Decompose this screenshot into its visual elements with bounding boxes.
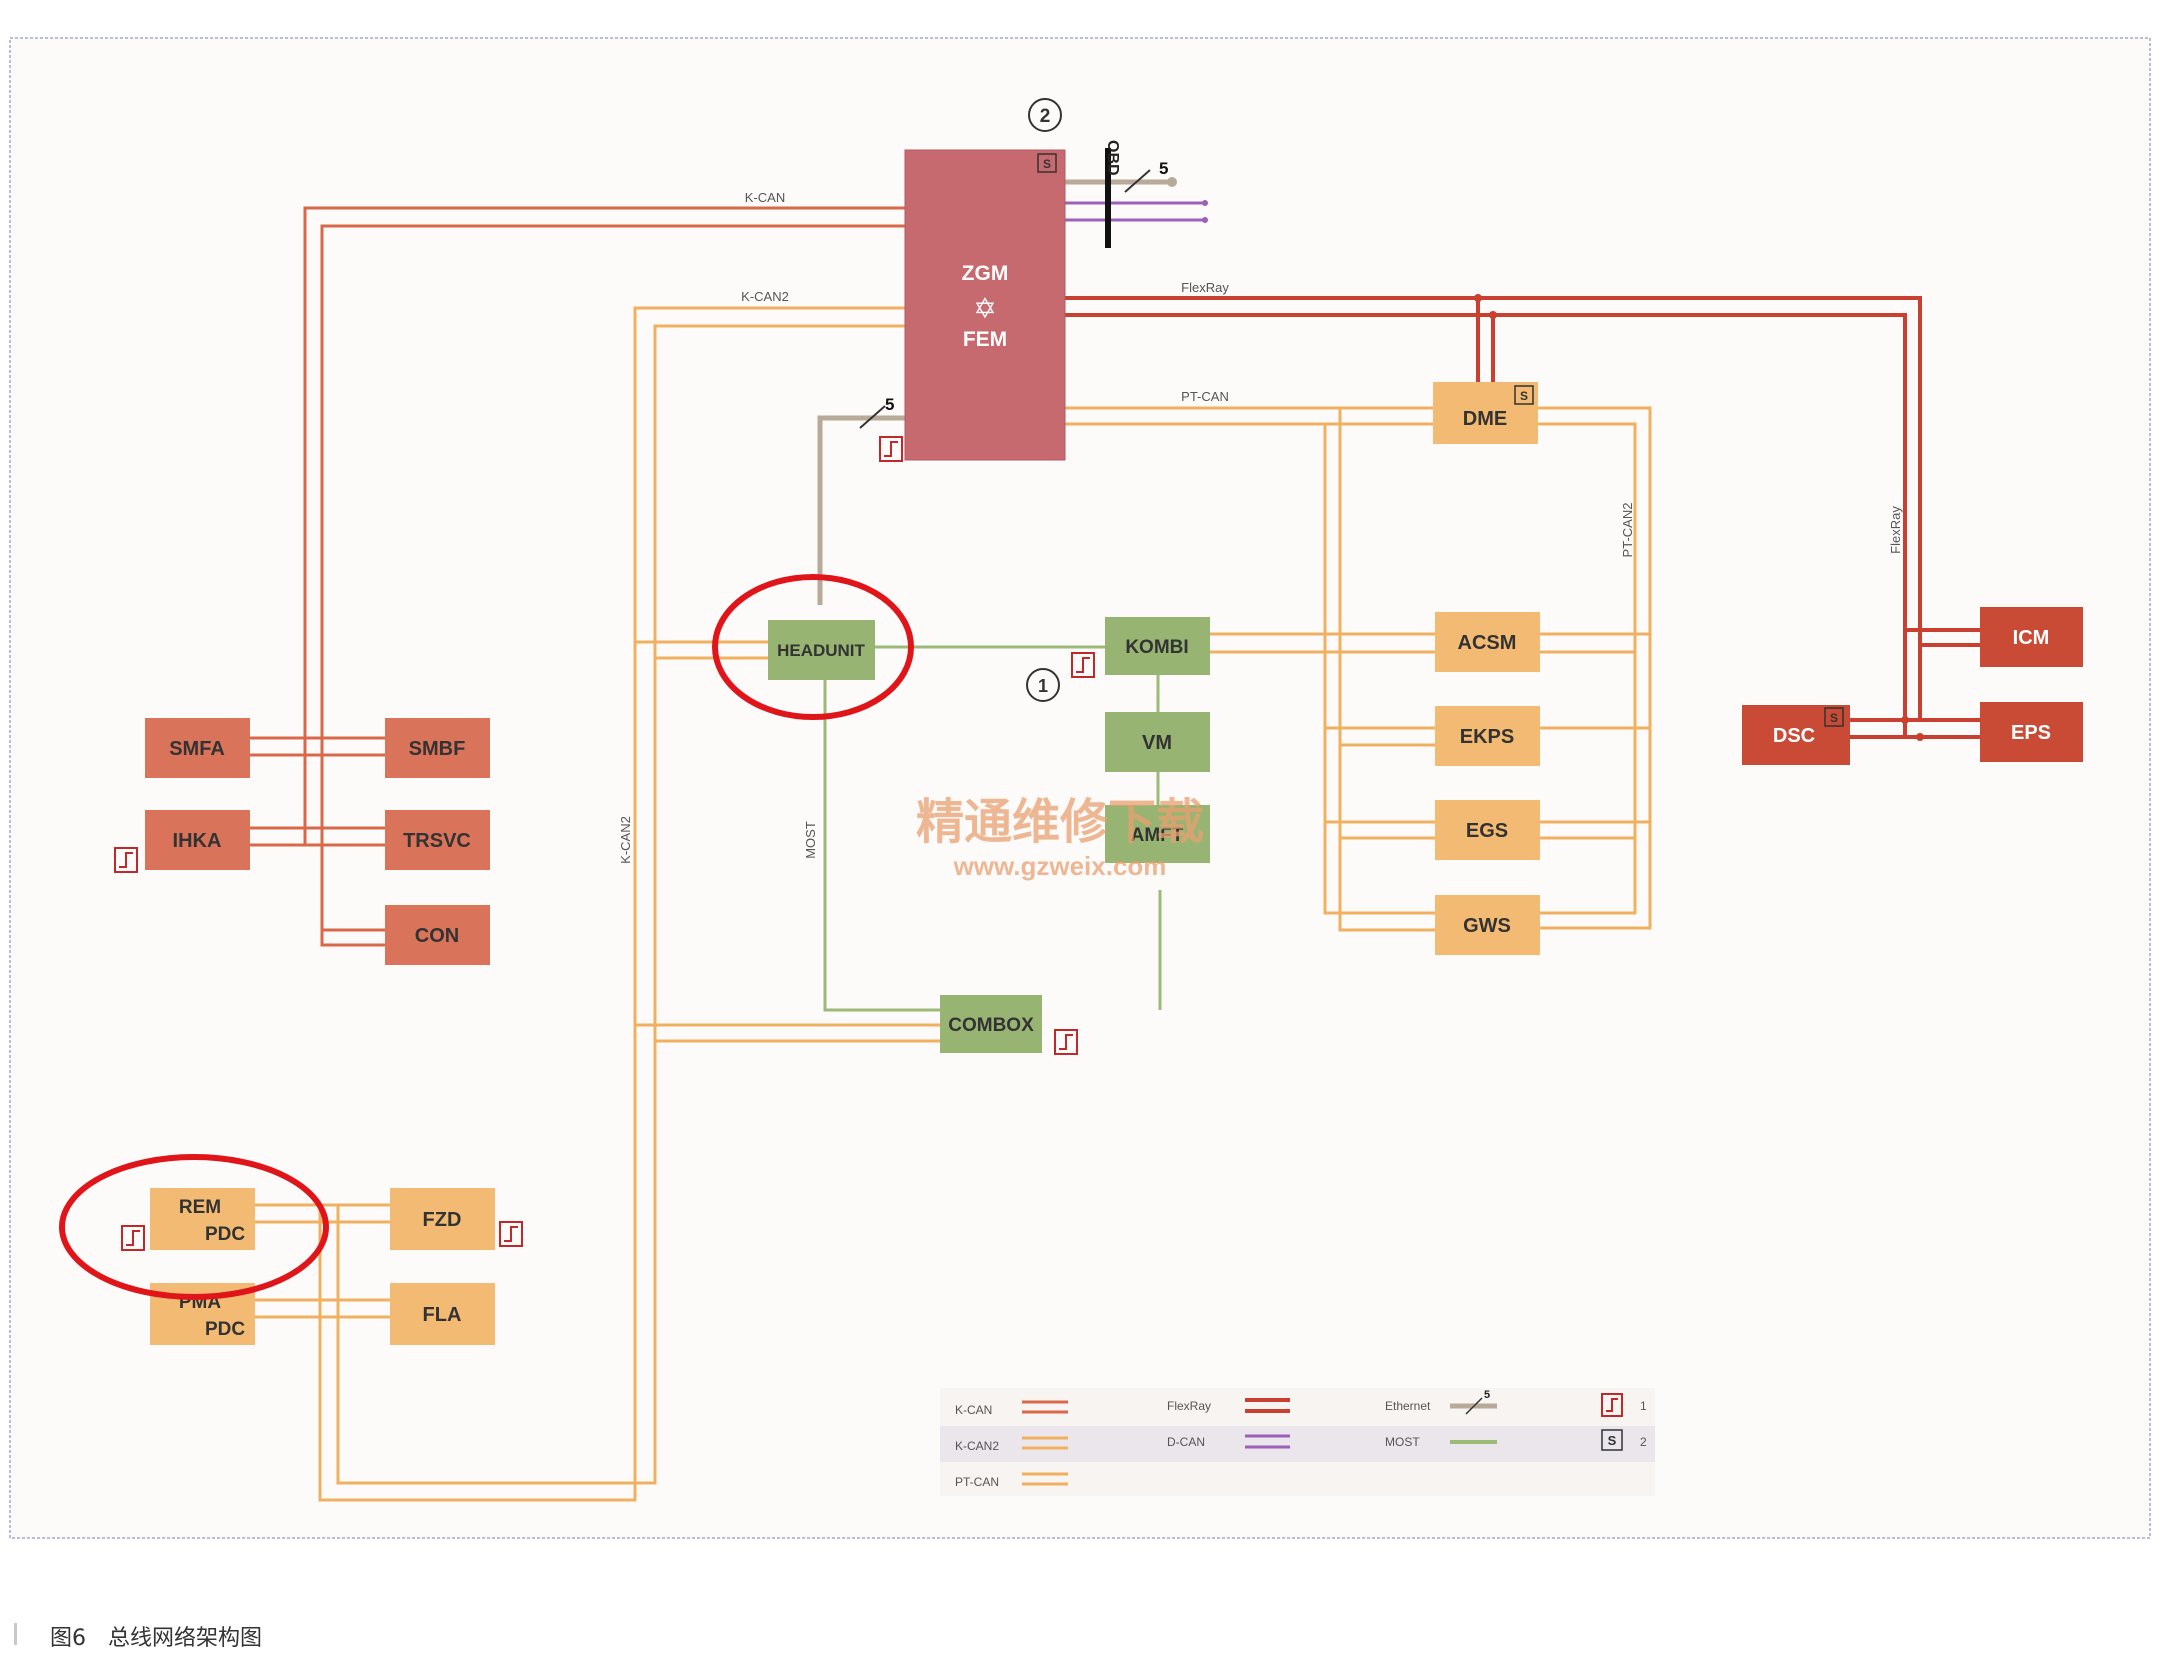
ptcan-bus-label: PT-CAN xyxy=(1181,389,1229,404)
gws-label: GWS xyxy=(1463,915,1511,937)
watermark-url: www.gzweix.com xyxy=(953,851,1167,881)
legend-num2: 2 xyxy=(1640,1435,1647,1449)
trsvc-label: TRSVC xyxy=(403,830,471,852)
module-fla: FLA xyxy=(390,1283,495,1345)
module-zgm-fem: ZGM ✡ FEM xyxy=(904,149,1066,461)
dsc-label: DSC xyxy=(1773,725,1815,747)
legend-kcan2-label: K-CAN2 xyxy=(955,1439,999,1453)
legend-ethernet-count: 5 xyxy=(1484,1389,1490,1401)
legend-most-label: MOST xyxy=(1385,1435,1420,1449)
legend-dcan-label: D-CAN xyxy=(1167,1435,1205,1449)
module-vm: VM xyxy=(1105,712,1210,772)
module-combox: COMBOX xyxy=(940,995,1042,1053)
egs-label: EGS xyxy=(1466,820,1508,842)
flexray-right-bus-label: FlexRay xyxy=(1888,506,1903,554)
vm-label: VM xyxy=(1142,732,1172,754)
legend-wakeup-icon xyxy=(1601,1393,1623,1417)
rem-pdc-label: PDC xyxy=(205,1224,245,1245)
acsm-label: ACSM xyxy=(1458,632,1517,654)
legend-ethernet-label: Ethernet xyxy=(1385,1399,1431,1413)
rem-pdc-highlight-circle xyxy=(59,1154,329,1300)
margin-tick xyxy=(14,1623,17,1645)
star-icon: ✡ xyxy=(973,293,996,324)
zgm-label: ZGM xyxy=(962,262,1009,285)
legend-s-icon: S xyxy=(1601,1429,1623,1451)
s-symbols: S S S xyxy=(1037,153,1844,727)
ethernet-lines xyxy=(817,148,1208,605)
combox-label: COMBOX xyxy=(948,1015,1034,1036)
module-con: CON xyxy=(385,905,490,965)
marker-1-label: 1 xyxy=(1038,676,1048,696)
module-eps: EPS xyxy=(1980,702,2083,762)
dme-label: DME xyxy=(1463,408,1507,430)
smfa-label: SMFA xyxy=(169,738,225,760)
module-headunit: HEADUNIT xyxy=(768,620,875,680)
dsc-s-symbol: S xyxy=(1830,711,1838,725)
amft-label: AMFT xyxy=(1131,825,1184,846)
module-icm: ICM xyxy=(1980,607,2083,667)
module-dme: DME xyxy=(1433,382,1538,444)
smbf-label: SMBF xyxy=(409,738,466,760)
module-dsc: DSC xyxy=(1742,705,1850,765)
module-trsvc: TRSVC xyxy=(385,810,490,870)
ekps-label: EKPS xyxy=(1460,726,1514,748)
flexray-bus-label: FlexRay xyxy=(1181,280,1229,295)
module-ihka: IHKA xyxy=(145,810,250,870)
flexray-lines xyxy=(1065,296,1980,739)
module-acsm: ACSM xyxy=(1435,612,1540,672)
legend-s-text: S xyxy=(1608,1433,1617,1448)
module-smbf: SMBF xyxy=(385,718,490,778)
bus-labels: K-CAN K-CAN2 FlexRay PT-CAN 5 5 OBD PT-C… xyxy=(618,140,1903,864)
figure-title: 总线网络架构图 xyxy=(108,1626,263,1651)
module-gws: GWS xyxy=(1435,895,1540,955)
legend-kcan-label: K-CAN xyxy=(955,1403,992,1417)
ptcan-lines xyxy=(1065,406,1652,932)
circle-marker-1: 1 xyxy=(1026,668,1060,702)
module-ekps: EKPS xyxy=(1435,706,1540,766)
obd-label: OBD xyxy=(1104,140,1121,176)
kcan-bus-label: K-CAN xyxy=(745,190,785,205)
kcan2-lines xyxy=(255,306,940,1502)
module-amft: AMFT xyxy=(1105,805,1210,863)
kombi-label: KOMBI xyxy=(1125,637,1188,658)
wakeup-symbols xyxy=(114,436,1095,1251)
legend-ptcan-label: PT-CAN xyxy=(955,1475,999,1489)
most-bus-label: MOST xyxy=(803,821,818,859)
legend-num1: 1 xyxy=(1640,1399,1647,1413)
fla-label: FLA xyxy=(423,1304,462,1326)
headunit-highlight-circle xyxy=(712,574,914,720)
pma-pdc-label: PDC xyxy=(205,1319,245,1340)
legend-flexray-label: FlexRay xyxy=(1167,1399,1211,1413)
kcan-lines xyxy=(250,206,905,947)
kcan2-bus-label: K-CAN2 xyxy=(741,289,789,304)
junction-dots xyxy=(1474,294,1924,741)
ihka-label: IHKA xyxy=(173,830,222,852)
module-smfa: SMFA xyxy=(145,718,250,778)
eps-label: EPS xyxy=(2011,722,2051,744)
fzd-label: FZD xyxy=(423,1209,462,1231)
con-label: CON xyxy=(415,925,459,947)
marker-2-label: 2 xyxy=(1040,106,1051,127)
headunit-label: HEADUNIT xyxy=(777,641,865,660)
icm-label: ICM xyxy=(2013,627,2050,649)
module-rem-pdc: REM PDC xyxy=(150,1188,255,1250)
module-kombi: KOMBI xyxy=(1105,617,1210,675)
legend: K-CAN K-CAN2 PT-CAN FlexRay D-CAN Ethern… xyxy=(940,1388,1655,1496)
fem-label: FEM xyxy=(963,328,1007,351)
rem-label: REM xyxy=(179,1197,221,1218)
dme-s-symbol: S xyxy=(1520,389,1528,403)
module-fzd: FZD xyxy=(390,1188,495,1250)
diagram-frame xyxy=(9,37,2151,1539)
ptcan2-bus-label: PT-CAN2 xyxy=(1620,503,1635,558)
module-egs: EGS xyxy=(1435,800,1540,860)
kcan2-left-bus-label: K-CAN2 xyxy=(618,816,633,864)
figure-caption: 图6 总线网络架构图 xyxy=(50,1620,284,1652)
watermark-text: 精通维修下载 xyxy=(916,794,1204,850)
zgm-s-symbol: S xyxy=(1043,157,1051,171)
circle-marker-2: 2 xyxy=(1028,98,1062,132)
ethernet-count-top: 5 xyxy=(1159,159,1168,178)
figure-number: 图6 xyxy=(50,1626,86,1651)
ethernet-count-mid: 5 xyxy=(885,395,894,414)
